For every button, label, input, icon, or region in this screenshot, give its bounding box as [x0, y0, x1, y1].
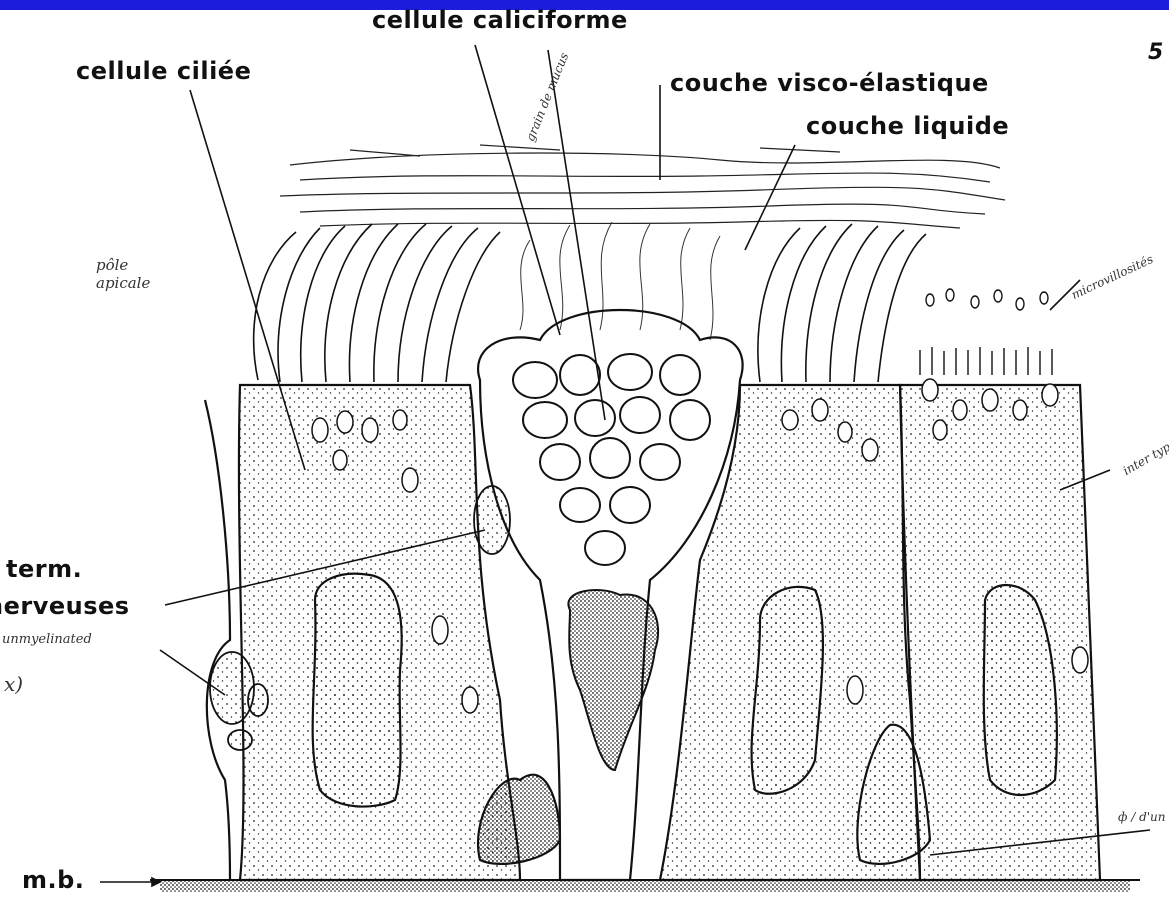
note-nerve: unmyelinated [2, 632, 92, 647]
label-visco-elastic-layer: couche visco-élastique [670, 69, 989, 97]
label-nerve-endings-2: nerveuses [0, 592, 130, 620]
mucus-granules [513, 354, 710, 565]
label-ciliated-cell: cellule ciliée [76, 57, 251, 85]
mucus-layer [280, 145, 1005, 228]
note-apical-pole: pôle apicale [96, 256, 186, 292]
note-nerve-end: x) [4, 672, 23, 696]
cilia-left [254, 224, 500, 382]
page-number: 5 [1148, 40, 1164, 65]
microvilli [920, 289, 1052, 375]
label-caliciform-cell: cellule caliciforme [372, 6, 628, 34]
cilia-right [758, 224, 926, 382]
basement-membrane [160, 880, 1130, 892]
label-basement-membrane: m.b. [22, 866, 84, 894]
label-liquid-layer: couche liquide [806, 112, 1009, 140]
goblet-nucleus [568, 590, 658, 770]
label-nerve-endings-1: term. [6, 555, 82, 583]
note-right-bottom: ф / d'un [1118, 810, 1166, 824]
mucus-strands [520, 222, 720, 340]
